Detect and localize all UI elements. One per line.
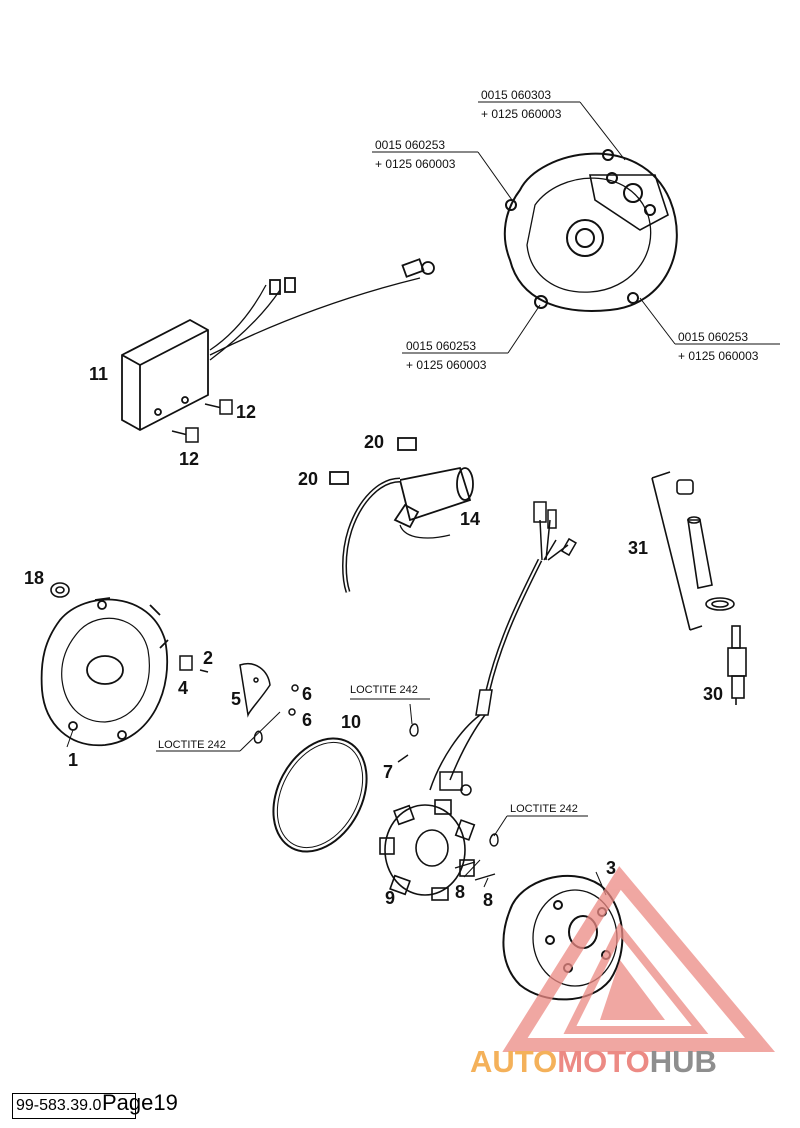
watermark-moto: MOTO	[557, 1044, 650, 1079]
part-code-leaders	[372, 101, 780, 354]
spark-plug-cap-31-drawing	[651, 471, 735, 631]
callout-31: 31	[628, 538, 648, 558]
bolt-12-drawings	[171, 399, 233, 443]
part-code-bottom: 0015 060253	[406, 339, 476, 353]
stator-harness-drawing	[429, 501, 577, 796]
part-code-left-plus: + 0125 060003	[375, 157, 456, 171]
callout-30: 30	[703, 684, 723, 704]
callout-14: 14	[460, 509, 480, 529]
document-code-box: 99-583.39.0	[12, 1093, 136, 1119]
loctite-label-a: LOCTITE 242	[350, 684, 418, 696]
callout-7: 7	[383, 762, 393, 782]
part-code-top: 0015 060303	[481, 88, 551, 102]
callout-9: 9	[385, 888, 395, 908]
callout-20b: 20	[298, 469, 318, 489]
callout-6b: 6	[302, 710, 312, 730]
callout-leaders	[66, 698, 607, 896]
callout-18: 18	[24, 568, 44, 588]
o-ring-10-drawing	[272, 737, 368, 853]
part-code-right-plus: + 0125 060003	[678, 349, 759, 363]
watermark-hub: HUB	[649, 1044, 717, 1079]
cdi-unit-drawing	[121, 258, 435, 432]
part-code-top-plus: + 0125 060003	[481, 107, 562, 121]
stator-base-plate-drawing	[503, 149, 678, 312]
callout-6a: 6	[302, 684, 312, 704]
watermark-auto: AUTO	[470, 1044, 558, 1079]
screws-8-drawing	[454, 833, 499, 881]
callout-4: 4	[178, 678, 188, 698]
callout-8b: 8	[483, 890, 493, 910]
nut-18-drawing	[50, 582, 70, 598]
callout-11: 11	[89, 364, 108, 384]
watermark-logo-text: AUTOMOTOHUB	[470, 1042, 790, 1082]
page-number: Page19	[102, 1090, 178, 1115]
small-parts-drawing	[179, 655, 299, 744]
callout-1: 1	[68, 750, 78, 770]
ignition-cover-drawing	[40, 597, 169, 747]
callout-12a: 12	[236, 402, 256, 422]
part-code-bottom-plus: + 0125 060003	[406, 358, 487, 372]
part-code-left: 0015 060253	[375, 138, 445, 152]
screw-7-drawing	[397, 723, 419, 763]
ignition-coil-drawing	[329, 437, 474, 593]
callout-20a: 20	[364, 432, 384, 452]
callout-8a: 8	[455, 882, 465, 902]
callout-2: 2	[203, 648, 213, 668]
callout-12b: 12	[179, 449, 199, 469]
callout-10: 10	[341, 712, 361, 732]
loctite-label-c: LOCTITE 242	[510, 803, 578, 815]
stator-9-drawing	[379, 799, 476, 901]
spark-plug-30-drawing	[727, 625, 747, 705]
watermark-triangle-logo	[502, 866, 776, 1052]
loctite-label-b: LOCTITE 242	[158, 739, 226, 751]
callout-5: 5	[231, 689, 241, 709]
part-code-right: 0015 060253	[678, 330, 748, 344]
callout-3: 3	[606, 858, 616, 878]
